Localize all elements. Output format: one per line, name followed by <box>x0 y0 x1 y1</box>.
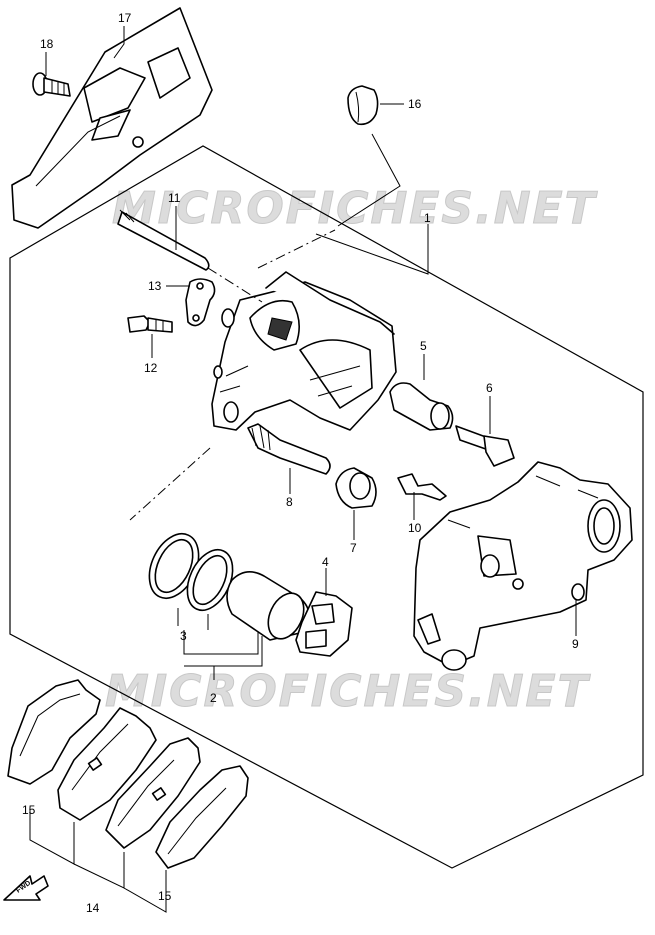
part-16-cap[interactable] <box>347 85 379 126</box>
callout-12: 12 <box>144 361 158 375</box>
callout-9: 9 <box>572 637 579 651</box>
assembly-line-cap <box>257 229 336 269</box>
leader-lines <box>29 26 577 913</box>
callout-15-left: 15 <box>22 803 36 817</box>
callout-8: 8 <box>286 495 293 509</box>
assembly-line-pin <box>207 267 263 303</box>
callout-14: 14 <box>86 901 100 915</box>
part-7-boot[interactable] <box>335 467 377 509</box>
part-3-seals[interactable] <box>140 526 242 618</box>
part-15-pad-shim-left[interactable] <box>7 679 101 785</box>
part-5-bush[interactable] <box>389 382 454 431</box>
part-10-spring[interactable] <box>397 473 447 501</box>
part-9-bracket[interactable] <box>413 461 633 671</box>
callout-6: 6 <box>486 381 493 395</box>
assembly-line-piston <box>129 447 211 521</box>
watermark-top: MICROFICHES.NET <box>112 183 598 234</box>
callout-11: 11 <box>168 191 181 205</box>
callout-10: 10 <box>408 521 422 535</box>
part-2-piston[interactable] <box>226 571 311 645</box>
assembly-frame <box>9 145 644 869</box>
callout-3: 3 <box>180 629 187 643</box>
part-15-pad-shim-right[interactable] <box>155 765 249 869</box>
part-14-pad-b[interactable] <box>105 737 201 849</box>
part-11-pin[interactable] <box>117 209 210 271</box>
part-14-pad-a[interactable] <box>57 707 157 821</box>
fwd-direction-marker: FWD <box>3 875 49 901</box>
callout-16: 16 <box>408 97 422 111</box>
part-17-caliper-guard[interactable] <box>11 7 213 229</box>
watermark-bottom: MICROFICHES.NET <box>105 666 591 717</box>
callout-2: 2 <box>210 691 217 705</box>
callout-4: 4 <box>322 555 329 569</box>
part-12-bleeder[interactable] <box>127 315 173 333</box>
part-4-shim[interactable] <box>295 591 353 657</box>
callout-13: 13 <box>148 279 162 293</box>
callout-1: 1 <box>424 211 431 225</box>
callout-5: 5 <box>420 339 427 353</box>
part-1-caliper-body[interactable] <box>211 271 397 431</box>
callout-15-right: 15 <box>158 889 172 903</box>
callout-17: 17 <box>118 11 132 25</box>
part-8-slide-pin[interactable] <box>247 423 331 475</box>
callout-18: 18 <box>40 37 54 51</box>
callout-7: 7 <box>350 541 357 555</box>
part-6-sleeve[interactable] <box>455 425 515 467</box>
part-13-clip[interactable] <box>185 278 216 327</box>
part-18-bolt[interactable] <box>32 72 71 97</box>
